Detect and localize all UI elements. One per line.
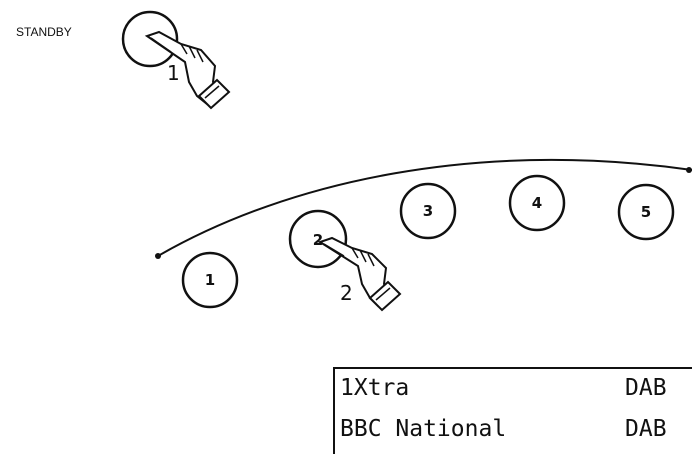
lcd-display: 1Xtra DAB BBC National DAB	[333, 367, 692, 454]
preset-button-label: 3	[423, 202, 433, 220]
preset-button-3[interactable]: 3	[399, 182, 457, 240]
preset-button-label: 4	[532, 194, 542, 212]
pointing-hand-icon: 2	[317, 236, 402, 312]
preset-button-label: 5	[641, 203, 651, 221]
arc-endpoint-left	[155, 253, 161, 259]
preset-button-label: 1	[205, 271, 215, 289]
preset-arc	[157, 159, 692, 257]
preset-button-4[interactable]: 4	[508, 174, 566, 232]
standby-label: STANDBY	[16, 25, 72, 39]
preset-button-1[interactable]: 1	[181, 251, 239, 309]
display-line2-band: DAB	[625, 416, 667, 442]
preset-button-label: 2	[313, 231, 323, 249]
display-line1-station: 1Xtra	[340, 375, 409, 401]
display-line2-station: BBC National	[340, 416, 506, 442]
preset-button-5[interactable]: 5	[617, 183, 675, 241]
arc-endpoint-right	[686, 167, 692, 173]
pointing-hand-icon: 1	[144, 30, 231, 110]
step-number-1: 1	[167, 61, 180, 85]
step-number-2: 2	[340, 281, 353, 305]
display-line1-band: DAB	[625, 375, 667, 401]
preset-button-2[interactable]: 2	[288, 209, 348, 269]
